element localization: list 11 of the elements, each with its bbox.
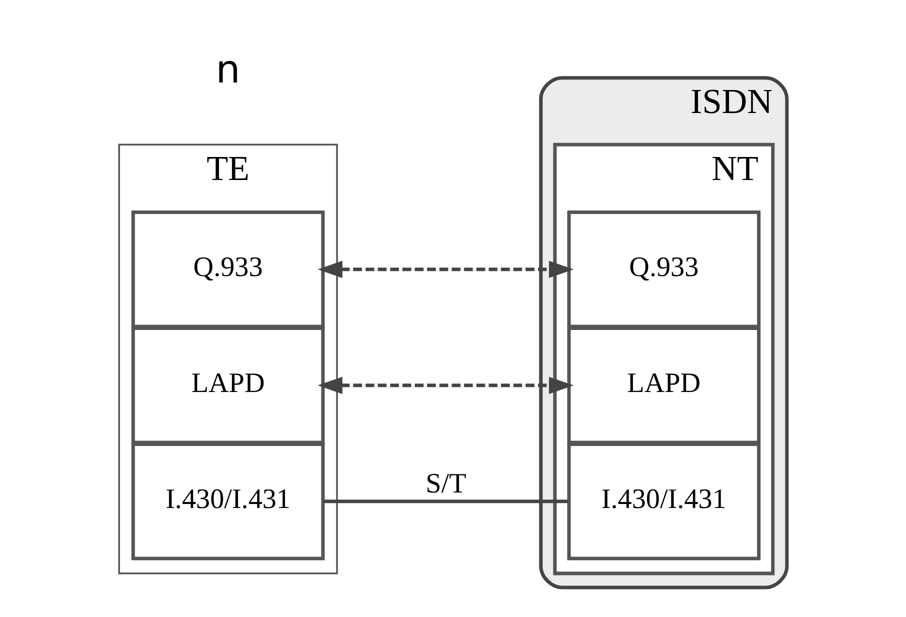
node-box: LAPD: [567, 326, 761, 444]
node-box: I.430/I.431: [567, 442, 761, 560]
arrow: [318, 260, 574, 278]
arrow: [318, 376, 574, 394]
node-box: Q.933: [567, 210, 761, 328]
edge-label: S/T: [426, 468, 466, 500]
label: n: [216, 47, 240, 92]
connector: [323, 500, 568, 504]
node-box: I.430/I.431: [131, 442, 325, 560]
node-box: LAPD: [131, 326, 325, 444]
node-box: Q.933: [131, 210, 325, 328]
